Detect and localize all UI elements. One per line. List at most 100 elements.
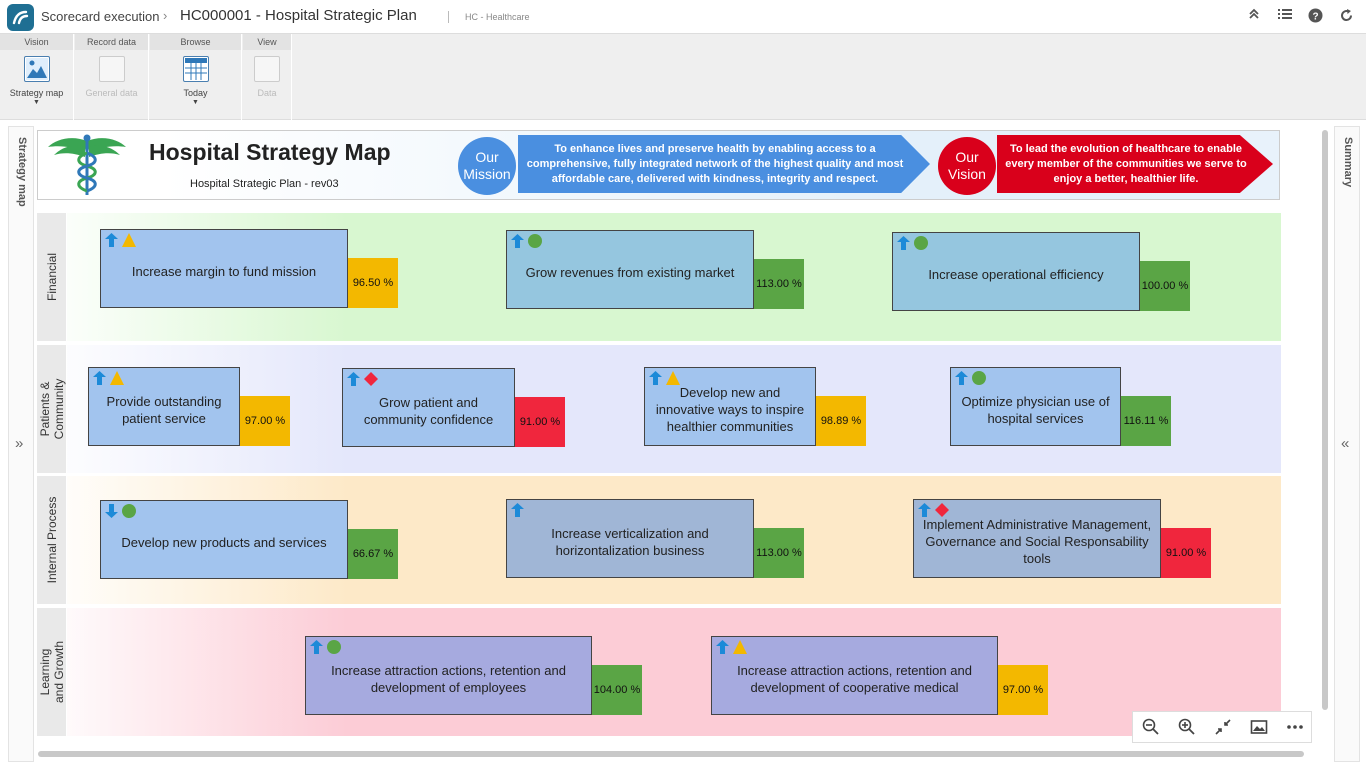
- trend-up-arrow-icon: [649, 371, 662, 385]
- zoom-out-icon[interactable]: [1141, 718, 1161, 738]
- general-data-button[interactable]: General data: [75, 56, 148, 98]
- summary-panel-title: Summary: [1342, 137, 1354, 188]
- ribbon-toolbar: Vision Strategy map ▼ Record data Genera…: [0, 33, 1366, 120]
- data-button[interactable]: Data: [243, 56, 291, 98]
- status-good-circle-icon: [914, 236, 928, 250]
- summary-side-panel[interactable]: Summary «: [1334, 126, 1360, 762]
- objective-indicators: [917, 502, 950, 518]
- zoom-in-icon[interactable]: [1177, 718, 1197, 738]
- chevron-down-icon: ▼: [192, 99, 199, 106]
- trend-up-arrow-icon: [918, 503, 931, 517]
- objective-box[interactable]: Provide outstanding patient service: [88, 367, 240, 446]
- objective-box[interactable]: Increase operational efficiency: [892, 232, 1140, 311]
- trend-up-arrow-icon: [105, 233, 118, 247]
- strategy-map-canvas[interactable]: Hospital Strategy Map Hospital Strategic…: [34, 126, 1330, 762]
- objective-box[interactable]: Grow patient and community confidence: [342, 368, 515, 447]
- objective-box[interactable]: Grow revenues from existing market: [506, 230, 754, 309]
- perspective-label: Learning and Growth: [37, 608, 67, 736]
- objective-score: 104.00 %: [592, 665, 642, 715]
- collapse-up-icon[interactable]: [1246, 8, 1262, 24]
- strategy-map-side-panel[interactable]: Strategy map »: [8, 126, 34, 762]
- horizontal-scrollbar[interactable]: [38, 751, 1304, 757]
- objective-score: 91.00 %: [515, 397, 565, 447]
- perspective-label: Financial: [37, 213, 67, 341]
- ribbon-group-header: Record data: [75, 34, 148, 50]
- mission-statement: To enhance lives and preserve health by …: [518, 135, 930, 193]
- status-bad-diamond-icon: [935, 503, 949, 517]
- vision-statement: To lead the evolution of healthcare to e…: [997, 135, 1273, 193]
- perspective-lane-learning-growth: Learning and Growth: [37, 608, 1281, 736]
- data-icon: [254, 56, 280, 82]
- chevron-down-icon: ▼: [33, 99, 40, 106]
- strategy-map-header: Hospital Strategy Map Hospital Strategic…: [37, 130, 1280, 200]
- ribbon-group-header: Vision: [0, 34, 73, 50]
- expand-right-icon[interactable]: »: [15, 435, 24, 452]
- perspective-label: Patients & Community: [37, 345, 67, 473]
- help-icon[interactable]: ?: [1307, 8, 1323, 24]
- vision-badge: Our Vision: [938, 137, 996, 195]
- title-divider: [448, 11, 449, 23]
- objective-indicators: [92, 370, 125, 386]
- status-warning-triangle-icon: [110, 371, 124, 385]
- objective-box[interactable]: Implement Administrative Management, Gov…: [913, 499, 1161, 578]
- status-bad-diamond-icon: [364, 372, 378, 386]
- side-panel-title: Strategy map: [16, 137, 28, 207]
- export-image-icon[interactable]: [1249, 718, 1269, 738]
- objective-indicators: [346, 371, 379, 387]
- fit-icon[interactable]: [1213, 718, 1233, 738]
- objective-indicators: [510, 233, 543, 249]
- strategy-map-label: Strategy map: [9, 88, 64, 98]
- objective-score: 98.89 %: [816, 396, 866, 446]
- objective-score: 97.00 %: [240, 396, 290, 446]
- objective-box[interactable]: Increase attraction actions, retention a…: [711, 636, 998, 715]
- vertical-scrollbar[interactable]: [1322, 130, 1328, 710]
- zoom-toolbar: [1132, 711, 1312, 743]
- objective-indicators: [715, 639, 748, 655]
- objective-score: 100.00 %: [1140, 261, 1190, 311]
- objective-score: 113.00 %: [754, 259, 804, 309]
- trend-up-arrow-icon: [897, 236, 910, 250]
- more-icon[interactable]: [1285, 718, 1305, 738]
- expand-left-icon[interactable]: «: [1341, 435, 1350, 452]
- page-subtitle: HC - Healthcare: [465, 12, 530, 22]
- objective-score: 116.11 %: [1121, 396, 1171, 446]
- objective-box[interactable]: Increase margin to fund mission: [100, 229, 348, 308]
- status-good-circle-icon: [528, 234, 542, 248]
- objective-box[interactable]: Increase attraction actions, retention a…: [305, 636, 592, 715]
- data-label: Data: [257, 88, 277, 98]
- objective-indicators: [648, 370, 681, 386]
- calendar-icon: [182, 56, 209, 82]
- ribbon-group-view: View Data: [243, 34, 292, 120]
- objective-box[interactable]: Develop new and innovative ways to inspi…: [644, 367, 816, 446]
- today-button[interactable]: Today ▼: [150, 56, 241, 106]
- trend-up-arrow-icon: [310, 640, 323, 654]
- refresh-icon[interactable]: [1338, 8, 1354, 24]
- objective-score: 113.00 %: [754, 528, 804, 578]
- ribbon-group-browse: Browse Today ▼: [150, 34, 242, 120]
- breadcrumb-separator-icon: ›: [163, 8, 168, 23]
- svg-text:?: ?: [1312, 12, 1318, 23]
- status-warning-triangle-icon: [666, 371, 680, 385]
- trend-up-arrow-icon: [347, 372, 360, 386]
- ribbon-group-header: Browse: [150, 34, 241, 50]
- strategy-map-button[interactable]: Strategy map ▼: [0, 56, 73, 106]
- ribbon-group-vision: Vision Strategy map ▼: [0, 34, 74, 120]
- strategy-map-icon: [23, 56, 50, 82]
- objective-indicators: [954, 370, 987, 386]
- map-subtitle: Hospital Strategic Plan - rev03: [190, 178, 339, 190]
- trend-up-arrow-icon: [955, 371, 968, 385]
- objective-box[interactable]: Develop new products and services: [100, 500, 348, 579]
- status-good-circle-icon: [122, 504, 136, 518]
- ribbon-group-header: View: [243, 34, 291, 50]
- status-good-circle-icon: [972, 371, 986, 385]
- trend-up-arrow-icon: [511, 503, 524, 517]
- objective-score: 96.50 %: [348, 258, 398, 308]
- breadcrumb-scorecard-execution[interactable]: Scorecard execution: [41, 9, 160, 24]
- objective-box[interactable]: Increase verticalization and horizontali…: [506, 499, 754, 578]
- mission-badge: Our Mission: [458, 137, 516, 195]
- trend-up-arrow-icon: [511, 234, 524, 248]
- today-label: Today: [183, 88, 208, 98]
- map-title: Hospital Strategy Map: [149, 139, 391, 165]
- app-logo-icon[interactable]: [7, 4, 34, 31]
- list-icon[interactable]: [1277, 8, 1293, 24]
